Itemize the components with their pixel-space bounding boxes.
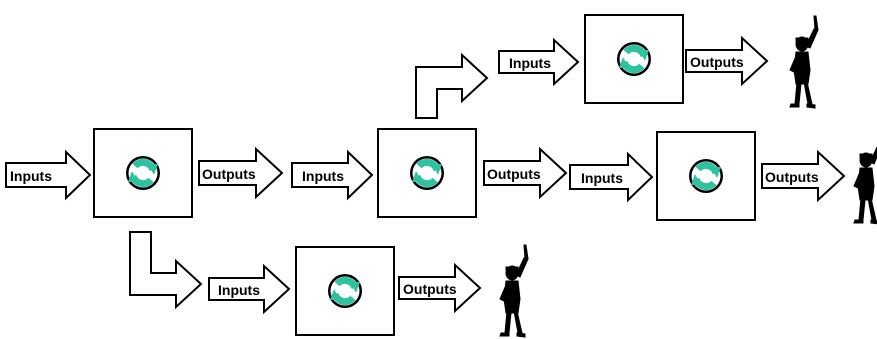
inputs-arrow: Inputs [291,149,374,201]
person-pointing-icon [499,244,529,338]
branch-arrow-down [129,231,203,310]
recycle-icon [617,42,651,76]
person-pointing-icon [853,131,877,225]
outputs-label: Outputs [765,169,819,185]
outputs-arrow: Outputs [685,35,769,87]
person-pointing-icon [789,15,819,109]
inputs-arrow: Inputs [569,151,654,203]
outputs-label: Outputs [487,166,541,182]
inputs-label: Inputs [581,170,623,186]
recycle-icon [689,159,723,193]
inputs-label: Inputs [302,168,344,184]
recycle-icon [410,156,444,190]
inputs-label: Inputs [509,55,551,71]
process-box [377,128,477,218]
process-box [584,14,684,104]
outputs-label: Outputs [202,166,256,182]
process-box [93,128,193,218]
inputs-arrow: Inputs [498,37,580,87]
recycle-icon [126,156,160,190]
inputs-arrow: Inputs [208,263,291,315]
recycle-icon [328,274,362,308]
inputs-label: Inputs [10,168,52,184]
process-box [656,131,756,221]
process-box [295,246,395,336]
outputs-arrow: Outputs [398,262,482,314]
inputs-arrow: Inputs [5,149,92,201]
outputs-label: Outputs [403,281,457,297]
outputs-arrow: Outputs [483,146,568,200]
inputs-label: Inputs [218,282,260,298]
outputs-arrow: Outputs [198,146,284,200]
branch-arrow-up [415,52,489,119]
outputs-label: Outputs [690,54,744,70]
outputs-arrow: Outputs [761,149,846,203]
